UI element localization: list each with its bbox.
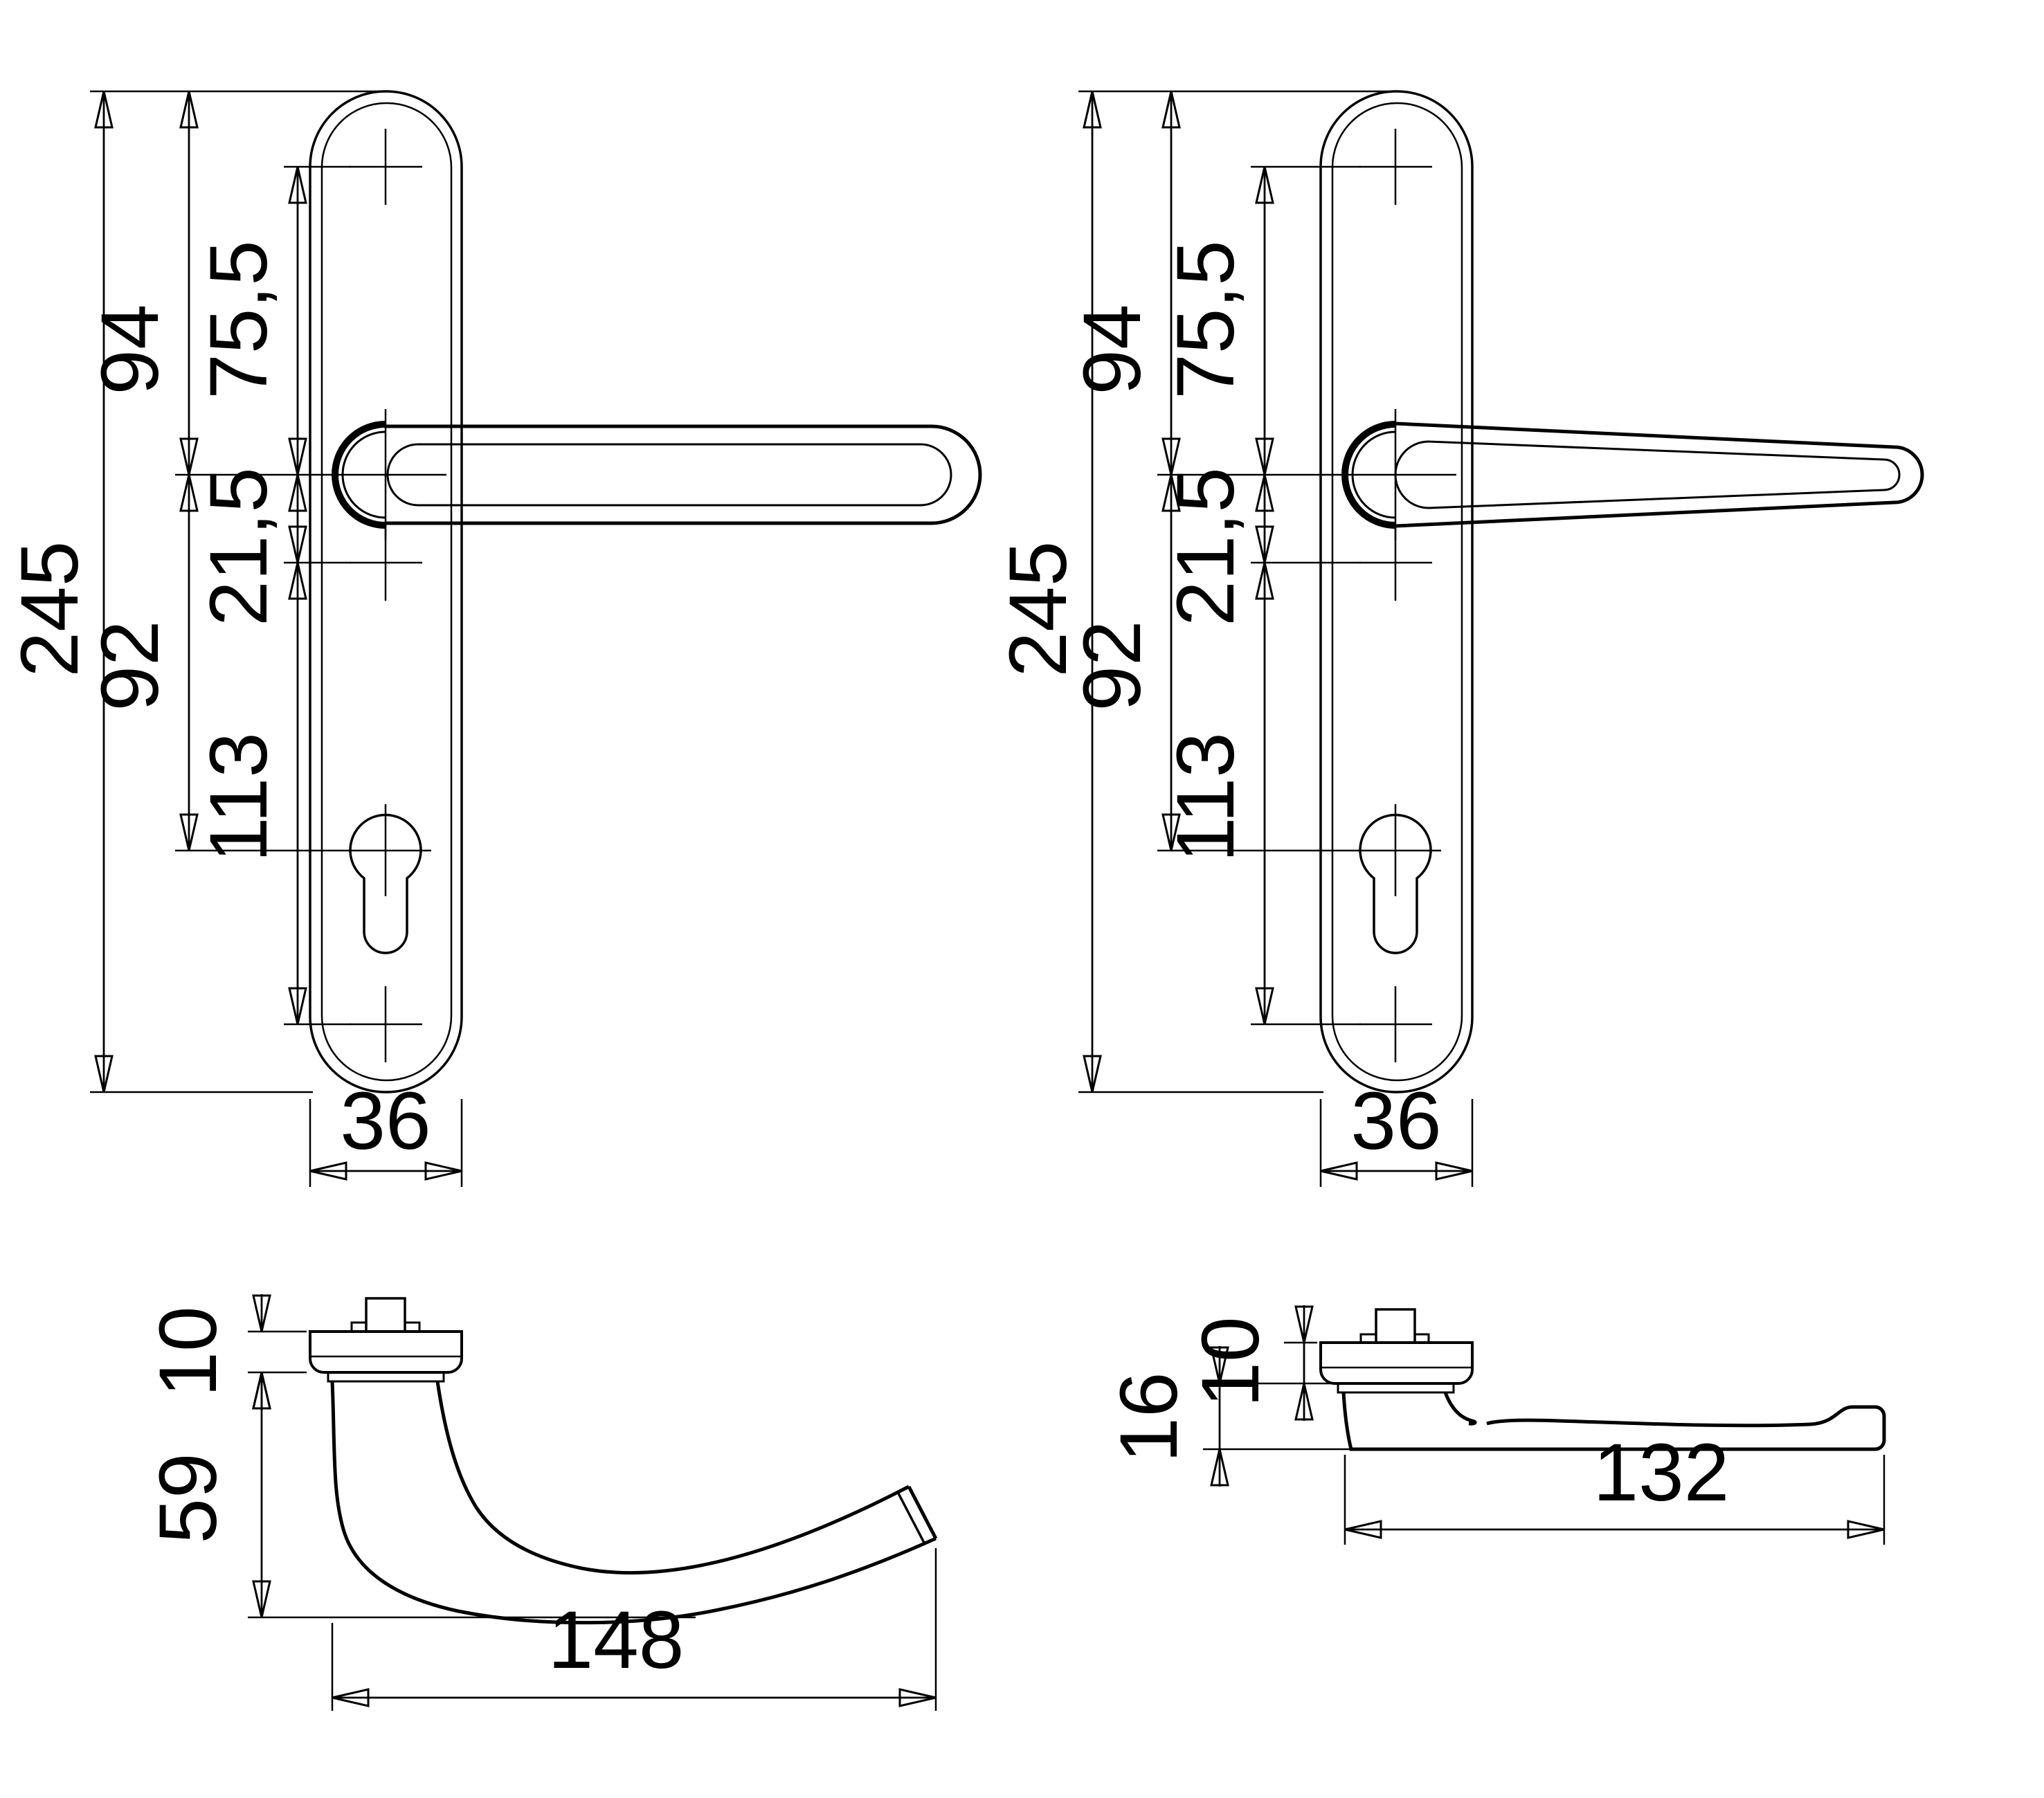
view-profile-right: 10 16 132 bbox=[1103, 1305, 1886, 1545]
handle-centre-cross bbox=[332, 409, 446, 541]
dimension-lines bbox=[94, 91, 462, 1181]
dim-label-16: 16 bbox=[1103, 1372, 1195, 1462]
rose-outer-arc bbox=[332, 421, 386, 529]
dim-label-10: 10 bbox=[1185, 1316, 1276, 1407]
spindle bbox=[365, 1297, 406, 1333]
spindle-flange bbox=[1359, 1333, 1430, 1343]
view-profile-left: 10 59 148 bbox=[143, 1294, 938, 1711]
lever-end-face bbox=[907, 1485, 938, 1540]
dim-label-113: 113 bbox=[1160, 732, 1251, 862]
lever-neck-inner-arc bbox=[1394, 440, 1429, 509]
spindle bbox=[1375, 1308, 1416, 1344]
dim-label-75-5: 75,5 bbox=[193, 240, 284, 399]
lever-profile-outline bbox=[1341, 1392, 1886, 1451]
lever-outline bbox=[386, 424, 982, 525]
rose-collar bbox=[327, 1372, 445, 1383]
dim-label-59: 59 bbox=[143, 1453, 234, 1543]
view-front-right: 245 94 92 75,5 21,5 113 36 bbox=[993, 90, 1924, 1187]
lever-top-edge bbox=[435, 1381, 910, 1575]
backplate-outline bbox=[1319, 90, 1474, 1093]
dim-label-75-5: 75,5 bbox=[1160, 240, 1251, 399]
lever-inner-line bbox=[1428, 440, 1901, 509]
top-screw-hole-cross bbox=[1359, 129, 1432, 205]
dim-label-92: 92 bbox=[1067, 620, 1158, 711]
lower-hole-cross bbox=[350, 525, 422, 601]
dim-label-36: 36 bbox=[340, 1075, 431, 1167]
bottom-screw-hole-cross bbox=[350, 986, 422, 1062]
dim-label-21-5: 21,5 bbox=[1160, 467, 1251, 626]
rose-inner-arc bbox=[1351, 430, 1396, 519]
backplate-inner-line bbox=[1331, 102, 1463, 1082]
lever-outline bbox=[1395, 421, 1924, 528]
dim-label-245: 245 bbox=[993, 541, 1084, 678]
dim-label-94: 94 bbox=[1067, 304, 1158, 394]
dim-label-148: 148 bbox=[548, 1595, 685, 1686]
dim-label-94: 94 bbox=[84, 304, 176, 394]
lever-neck-edge bbox=[1443, 1392, 1477, 1426]
spindle-flange bbox=[350, 1321, 421, 1332]
extension-lines bbox=[1203, 1341, 1885, 1545]
lower-hole-cross bbox=[1359, 525, 1432, 601]
euro-cylinder-keyhole bbox=[349, 813, 422, 954]
lever-end-face-inner bbox=[896, 1491, 925, 1543]
backplate-inner-line bbox=[320, 102, 453, 1082]
handle-centre-cross bbox=[1342, 409, 1456, 541]
rose-outline bbox=[309, 1330, 463, 1374]
dimension-lines bbox=[1083, 91, 1473, 1181]
dim-label-10: 10 bbox=[143, 1306, 234, 1397]
lever-neck-inner-arc bbox=[386, 443, 419, 507]
dimension-lines bbox=[1210, 1305, 1885, 1539]
dimension-lines bbox=[252, 1294, 937, 1707]
euro-cylinder-keyhole bbox=[1359, 813, 1432, 954]
dim-label-36: 36 bbox=[1350, 1075, 1441, 1167]
dim-label-113: 113 bbox=[193, 732, 284, 862]
dim-label-132: 132 bbox=[1593, 1427, 1730, 1518]
bottom-screw-hole-cross bbox=[1359, 986, 1432, 1062]
rose-outline bbox=[1319, 1341, 1474, 1385]
dim-label-21-5: 21,5 bbox=[193, 467, 284, 626]
rose-inner-arc bbox=[341, 430, 386, 519]
view-front-left: 245 94 92 75,5 21,5 113 36 bbox=[4, 90, 982, 1187]
dim-label-92: 92 bbox=[84, 620, 176, 711]
lever-bottom-edge bbox=[330, 1381, 937, 1625]
rose-outer-arc bbox=[1341, 421, 1396, 529]
dim-label-245: 245 bbox=[4, 541, 96, 678]
top-screw-hole-cross bbox=[350, 129, 422, 205]
lever-inner-line bbox=[418, 443, 952, 507]
rose-collar bbox=[1337, 1383, 1455, 1394]
